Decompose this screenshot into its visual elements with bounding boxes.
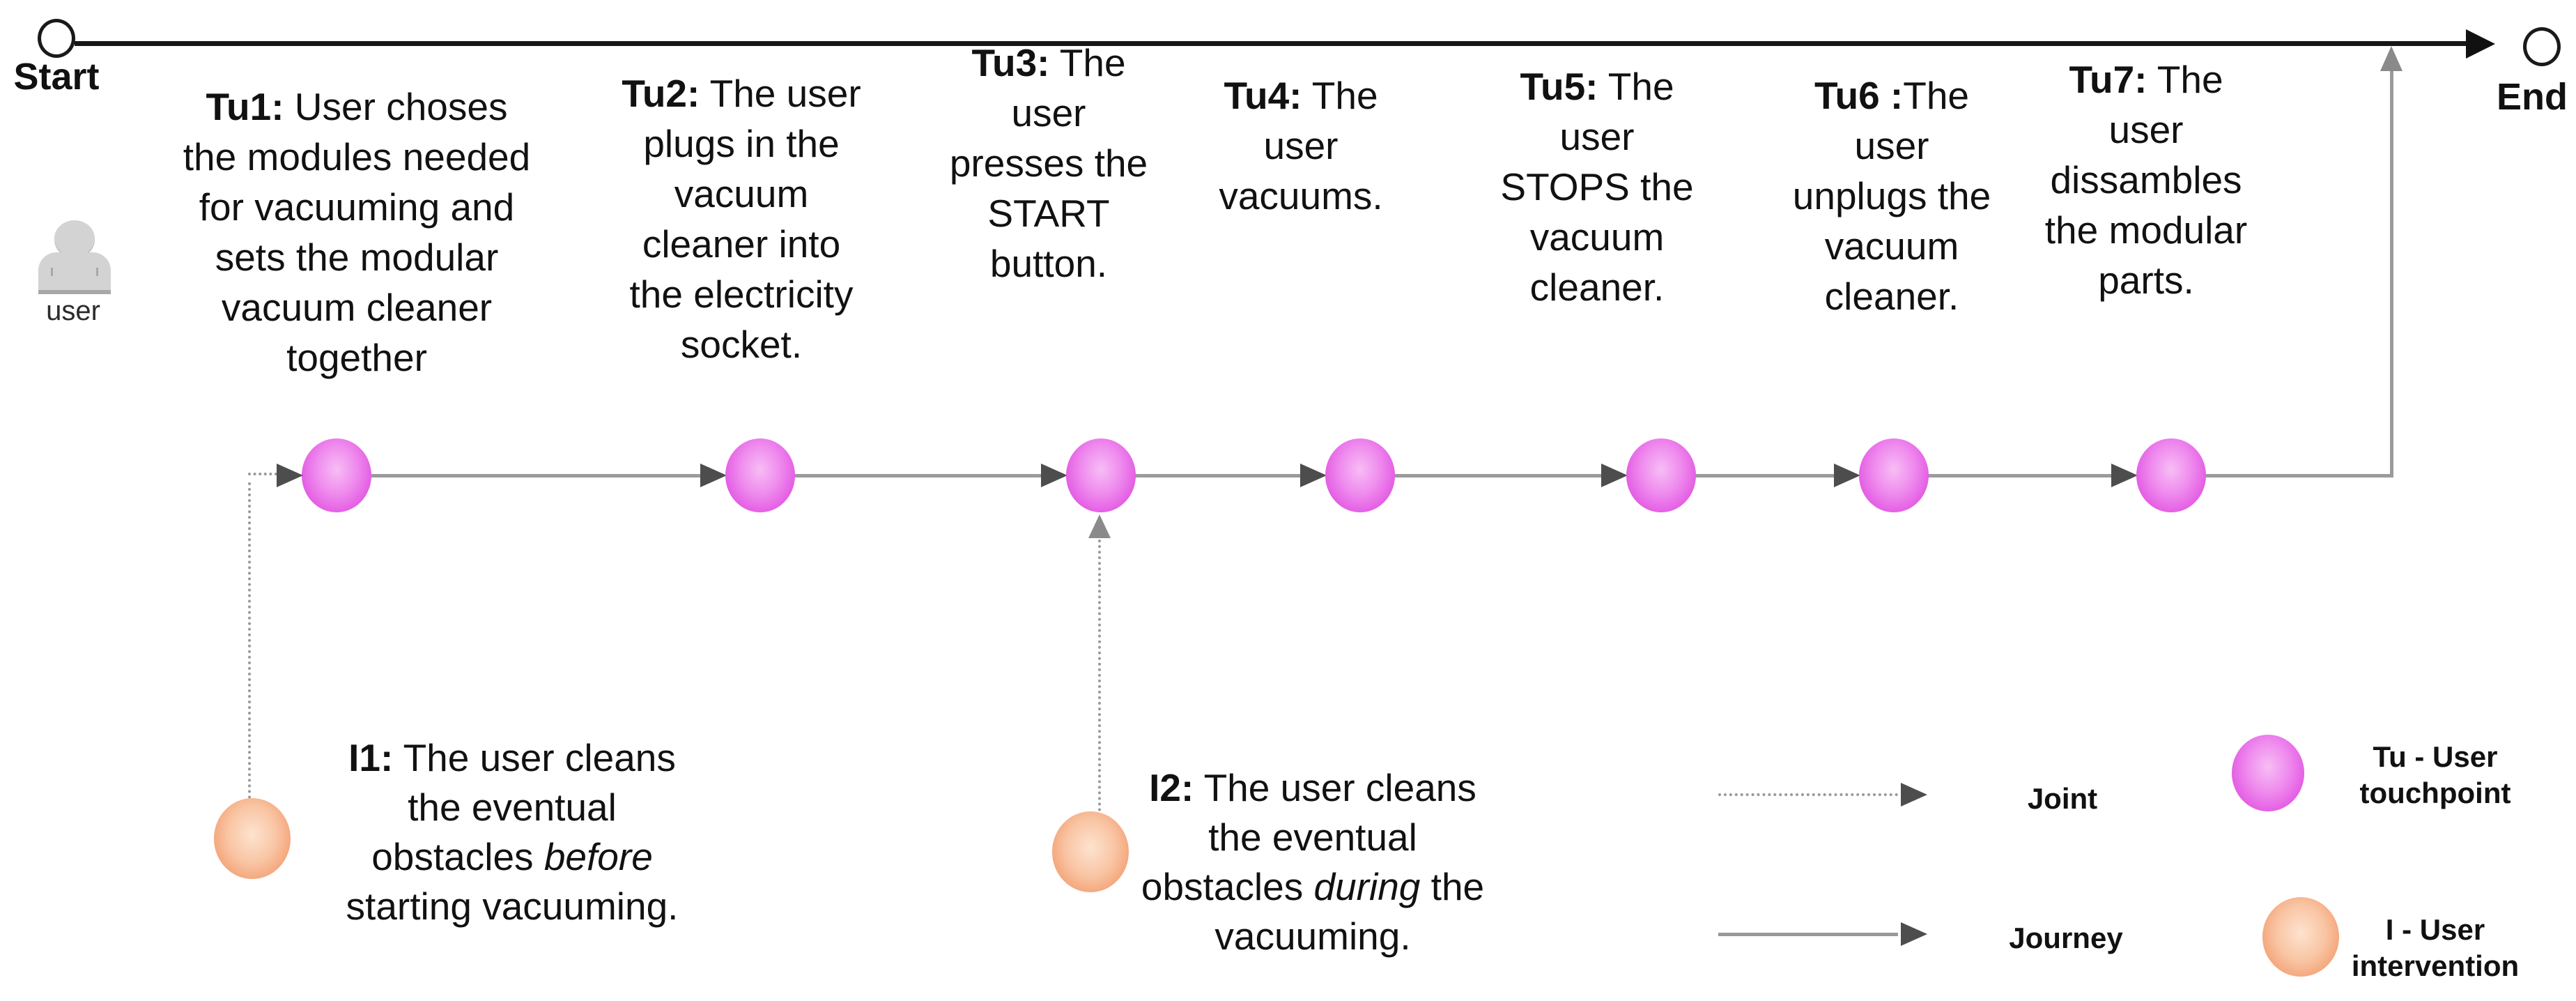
touchpoint-id-tu3: Tu3: bbox=[971, 41, 1050, 84]
journey-segment bbox=[2205, 474, 2393, 477]
journey-arrowhead-icon bbox=[700, 464, 727, 487]
touchpoint-description-tu3: Tu3: The user presses the START button. bbox=[937, 38, 1160, 289]
touchpoint-id-tu6: Tu6 : bbox=[1814, 74, 1904, 117]
legend-joint-arrow-line bbox=[1718, 793, 1898, 796]
joint-arrowhead-i1-icon bbox=[277, 464, 303, 487]
legend-touchpoint-label: Tu - User touchpoint bbox=[2359, 740, 2511, 809]
intervention-text-i2: The user cleans the eventual obstacles bbox=[1141, 766, 1476, 908]
joint-line-i1-horizontal bbox=[248, 473, 277, 475]
legend-journey-arrow-line bbox=[1718, 933, 1898, 936]
touchpoint-text-tu7: The user dissambles the modular parts. bbox=[2044, 58, 2248, 302]
touchpoint-node-tu4 bbox=[1325, 438, 1395, 512]
intervention-description-i2: I2: The user cleans the eventual obstacl… bbox=[1111, 763, 1515, 961]
touchpoint-description-tu2: Tu2: The user plugs in the vacuum cleane… bbox=[616, 68, 867, 369]
journey-segment bbox=[794, 474, 1042, 477]
legend-journey-arrowhead-icon bbox=[1901, 922, 1927, 946]
touchpoint-description-tu5: Tu5: The user STOPS the vacuum cleaner. bbox=[1493, 61, 1702, 312]
touchpoint-id-tu1: Tu1: bbox=[206, 85, 284, 128]
journey-up-arrowhead-icon bbox=[2380, 46, 2403, 71]
touchpoint-text-tu4: The user vacuums. bbox=[1219, 74, 1383, 217]
user-icon-arm-left bbox=[51, 268, 53, 276]
legend-intervention-label: I - User intervention bbox=[2351, 913, 2520, 982]
intervention-node-i1 bbox=[214, 798, 291, 879]
end-label: End bbox=[2497, 76, 2568, 118]
legend-joint-arrowhead-icon bbox=[1901, 783, 1927, 807]
touchpoint-node-tu5 bbox=[1626, 438, 1696, 512]
intervention-id-i1: I1: bbox=[348, 736, 394, 779]
intervention-node-i2 bbox=[1052, 811, 1129, 892]
journey-segment bbox=[1695, 474, 1835, 477]
user-label: user bbox=[46, 296, 100, 326]
journey-segment bbox=[1134, 474, 1302, 477]
user-icon-arm-right bbox=[96, 268, 98, 276]
start-label: Start bbox=[13, 56, 100, 98]
journey-line-vertical bbox=[2390, 70, 2393, 475]
touchpoint-id-tu2: Tu2: bbox=[622, 72, 700, 115]
journey-arrowhead-icon bbox=[1300, 464, 1327, 487]
joint-line-i1-vertical bbox=[248, 482, 251, 799]
intervention-italic-i2: during bbox=[1313, 865, 1421, 908]
end-node bbox=[2523, 27, 2561, 66]
user-icon-body bbox=[38, 252, 111, 294]
touchpoint-id-tu4: Tu4: bbox=[1224, 74, 1302, 117]
intervention-description-i1: I1: The user cleans the eventual obstacl… bbox=[317, 733, 707, 931]
user-icon bbox=[37, 220, 112, 294]
start-node bbox=[38, 19, 75, 58]
journey-segment bbox=[1394, 474, 1603, 477]
touchpoint-node-tu2 bbox=[725, 438, 795, 512]
intervention-italic-i1: before bbox=[543, 835, 653, 878]
timeline-arrowhead-icon bbox=[2466, 29, 2495, 59]
journey-arrowhead-icon bbox=[1601, 464, 1628, 487]
legend-touchpoint-node bbox=[2232, 735, 2304, 811]
intervention-id-i2: I2: bbox=[1149, 766, 1194, 809]
touchpoint-text-tu1: User choses the modules needed for vacuu… bbox=[183, 85, 531, 379]
timeline bbox=[75, 41, 2466, 46]
legend-joint-label: Joint bbox=[2027, 782, 2098, 815]
touchpoint-text-tu2: The user plugs in the vacuum cleaner int… bbox=[629, 72, 861, 366]
touchpoint-description-tu4: Tu4: The user vacuums. bbox=[1196, 70, 1405, 221]
intervention-text-i1: The user cleans the eventual obstacles bbox=[371, 736, 676, 878]
journey-segment bbox=[1927, 474, 2113, 477]
user-icon-head bbox=[54, 220, 95, 257]
touchpoint-description-tu1: Tu1: User choses the modules needed for … bbox=[176, 82, 538, 383]
touchpoint-node-tu1 bbox=[302, 438, 371, 512]
touchpoint-text-tu6: The user unplugs the vacuum cleaner. bbox=[1792, 74, 1991, 318]
touchpoint-text-tu5: The user STOPS the vacuum cleaner. bbox=[1500, 65, 1694, 309]
touchpoint-id-tu7: Tu7: bbox=[2069, 58, 2147, 101]
journey-arrowhead-icon bbox=[2111, 464, 2138, 487]
intervention-text-post-i1: starting vacuuming. bbox=[346, 885, 679, 928]
touchpoint-description-tu6: Tu6 :The user unplugs the vacuum cleaner… bbox=[1787, 70, 1996, 321]
touchpoint-text-tu3: The user presses the START button. bbox=[949, 41, 1148, 285]
journey-arrowhead-icon bbox=[1834, 464, 1860, 487]
joint-arrowhead-i2-icon bbox=[1088, 514, 1111, 538]
journey-arrowhead-icon bbox=[1041, 464, 1067, 487]
touchpoint-node-tu7 bbox=[2136, 438, 2206, 512]
legend-intervention-node bbox=[2262, 897, 2339, 977]
joint-line-i2-vertical bbox=[1098, 540, 1101, 811]
legend-journey-label: Journey bbox=[2009, 922, 2123, 954]
intervention-text-post-i2: the vacuuming. bbox=[1214, 865, 1485, 958]
touchpoint-node-tu6 bbox=[1859, 438, 1929, 512]
touchpoint-description-tu7: Tu7: The user dissambles the modular par… bbox=[2042, 54, 2251, 305]
journey-segment bbox=[370, 474, 702, 477]
touchpoint-node-tu3 bbox=[1066, 438, 1136, 512]
touchpoint-id-tu5: Tu5: bbox=[1520, 65, 1598, 108]
